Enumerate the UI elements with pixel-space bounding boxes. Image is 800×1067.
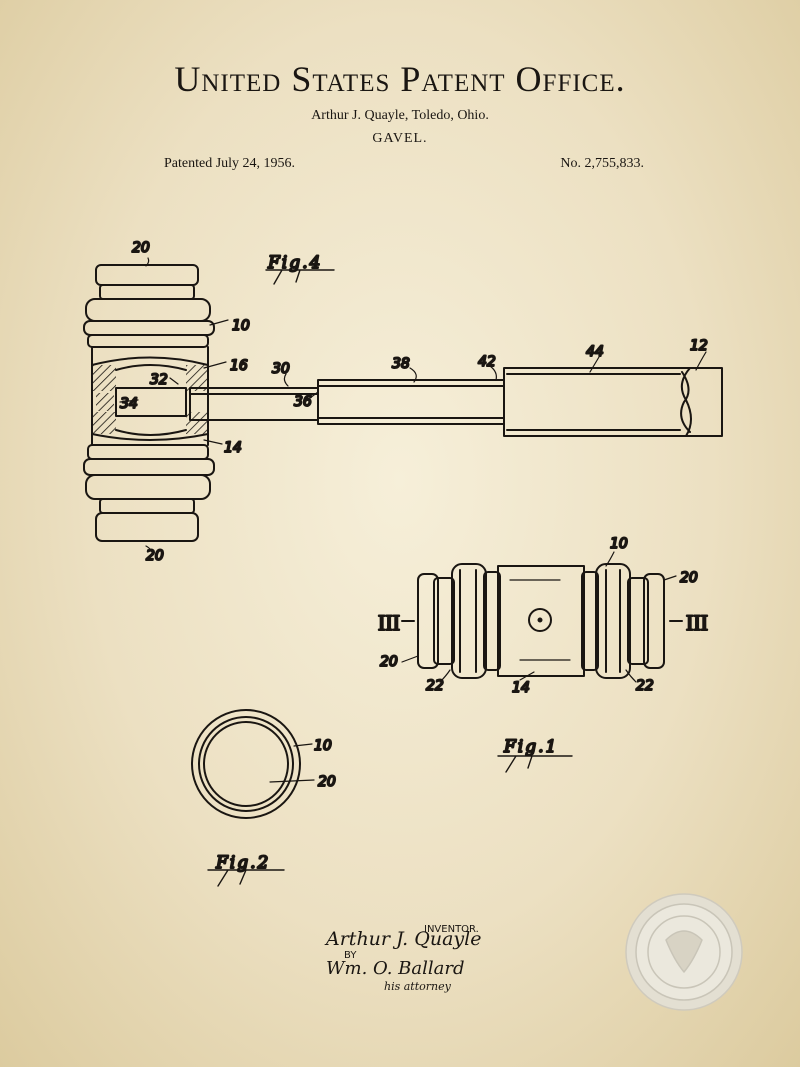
ref-22-right: 22 (636, 678, 654, 694)
ref-42: 42 (478, 354, 496, 370)
fig2-end-view-drawing (191, 709, 315, 819)
ref-16: 16 (230, 358, 248, 374)
ref-12: 12 (690, 338, 708, 354)
ref-20-fig1-right: 20 (680, 570, 698, 586)
attorney-caption: his attorney (384, 980, 451, 993)
patent-number: No. 2,755,833. (560, 156, 644, 171)
patent-office-title: United States Patent Office. (174, 59, 626, 99)
ref-20-bottom: 20 (146, 548, 164, 564)
patent-office-seal-icon (625, 893, 743, 1011)
ref-44: 44 (586, 344, 604, 360)
patent-date: Patented July 24, 1956. (164, 156, 296, 171)
ref-22-left: 22 (426, 678, 444, 694)
inventor-caption: INVENTOR. (424, 924, 479, 935)
attorney-signature: Wm. O. Ballard (326, 958, 465, 979)
fig4-gavel-drawing (83, 257, 723, 553)
ref-20-top: 20 (132, 240, 150, 256)
ref-20-fig1-left: 20 (380, 654, 398, 670)
fig2-label: Fig.2 (215, 853, 270, 873)
ref-10-fig4: 10 (232, 318, 250, 334)
ref-10-fig1: 10 (610, 536, 628, 552)
ref-32: 32 (150, 372, 168, 388)
ref-14-fig4: 14 (224, 440, 242, 456)
invention-title: GAVEL. (372, 131, 428, 146)
ref-34: 34 (120, 396, 138, 412)
ref-10-fig2: 10 (314, 738, 332, 754)
by-label: BY (344, 950, 357, 961)
inventor-line: Arthur J. Quayle, Toledo, Ohio. (311, 108, 489, 123)
section-label-left: III (378, 610, 400, 635)
fig1-label: Fig.1 (503, 737, 558, 757)
fig4-label: Fig.4 (267, 253, 322, 273)
fig1-gavel-head-drawing (401, 551, 683, 683)
ref-30: 30 (272, 361, 290, 377)
ref-38: 38 (392, 356, 410, 372)
inventor-signature: Arthur J. Quayle (326, 928, 482, 950)
ref-14-fig1: 14 (512, 680, 530, 696)
ref-20-fig2: 20 (318, 774, 336, 790)
section-label-right: III (686, 610, 708, 635)
ref-36: 36 (294, 394, 312, 410)
